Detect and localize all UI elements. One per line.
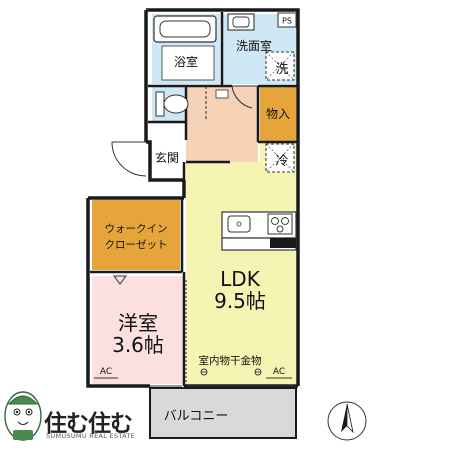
mascot-icon bbox=[4, 391, 42, 441]
ldk-size-label: 9.5帖 bbox=[214, 289, 266, 313]
washer-mark: 洗 bbox=[275, 62, 288, 77]
brand-subtitle: SUMUSUMU REAL ESTATE bbox=[46, 432, 136, 440]
toilet-sink bbox=[215, 89, 229, 99]
ac-label-ldk: AC bbox=[273, 367, 285, 377]
western-room bbox=[92, 276, 184, 384]
western-room-size-label: 3.6帖 bbox=[112, 333, 164, 357]
washroom-label: 洗面室 bbox=[236, 38, 272, 53]
walk-in-closet bbox=[92, 200, 180, 270]
brand-name: 住む住む bbox=[44, 411, 133, 437]
pipe-space-box bbox=[277, 12, 297, 28]
hallway-lower bbox=[186, 122, 230, 162]
bathtub-icon bbox=[153, 15, 217, 43]
toilet-icon bbox=[155, 91, 189, 117]
north-arrow-icon bbox=[327, 401, 367, 441]
walk-in-closet-label-line1: ウォークイン bbox=[105, 223, 168, 235]
ac-label-western: AC bbox=[100, 367, 112, 377]
sink-icon bbox=[227, 215, 251, 233]
bath-floor bbox=[161, 45, 215, 81]
entrance-label: 玄関 bbox=[155, 150, 179, 165]
drying-rack-marks bbox=[200, 368, 262, 376]
ldk-name-label: LDK bbox=[220, 267, 261, 291]
western-room-name-label: 洋室 bbox=[118, 311, 158, 335]
entrance bbox=[152, 144, 184, 178]
fridge-mark: 冷 bbox=[275, 154, 288, 169]
doors bbox=[111, 85, 258, 382]
ldk-room bbox=[186, 142, 296, 384]
balcony bbox=[150, 388, 296, 438]
drying-rack-label: 室内物干金物 bbox=[199, 354, 262, 367]
balcony-label: バルコニー bbox=[164, 409, 229, 424]
sink-icon bbox=[227, 13, 255, 31]
storage-room bbox=[260, 86, 296, 142]
interior-walls bbox=[90, 12, 298, 439]
pipe-space-label: PS bbox=[282, 17, 292, 26]
walk-in-closet-label-line2: クローゼット bbox=[105, 239, 168, 251]
storage-label: 物入 bbox=[266, 107, 290, 121]
stove-icon bbox=[267, 213, 293, 235]
bath-label: 浴室 bbox=[174, 54, 198, 69]
hanger-marker bbox=[113, 275, 127, 285]
